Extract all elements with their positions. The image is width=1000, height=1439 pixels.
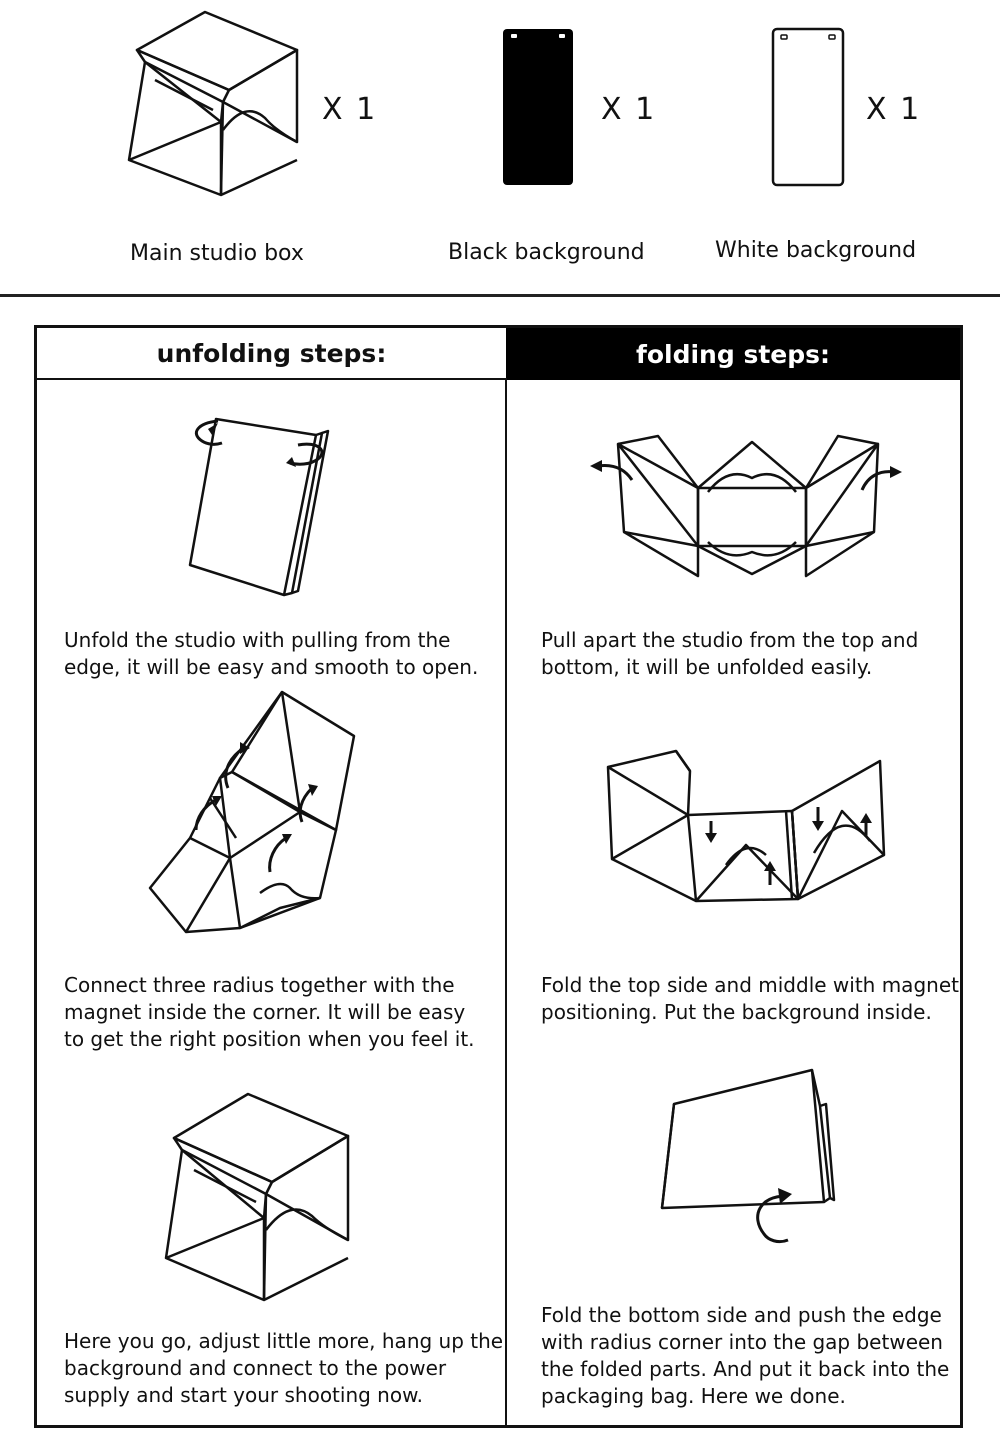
black-background-icon — [503, 29, 573, 185]
instructions-panel — [34, 325, 963, 1428]
unfolding-step-3-text: Here you go, adjust little more, hang up… — [64, 1329, 504, 1407]
main-studio-box-qty: X 1 — [322, 92, 378, 127]
fold-middle-icon — [606, 745, 886, 905]
folding-step-3-text: Fold the bottom side and push the edge w… — [541, 1303, 950, 1408]
folding-steps-heading: folding steps: — [506, 328, 960, 380]
magnet-corner-icon — [150, 688, 360, 938]
folded-back-icon — [660, 1068, 836, 1252]
black-background-label: Black background — [448, 240, 645, 265]
folding-step-1-text: Pull apart the studio from the top and b… — [541, 628, 919, 679]
unfolding-step-2-text: Connect three radius together with the m… — [64, 973, 475, 1051]
folding-step-2-text: Fold the top side and middle with magnet… — [541, 973, 959, 1024]
white-background-qty: X 1 — [866, 92, 922, 127]
unfolding-step-1-text: Unfold the studio with pulling from the … — [64, 628, 479, 679]
main-studio-box-label: Main studio box — [130, 241, 304, 266]
pulled-apart-studio-icon — [590, 432, 902, 578]
section-divider — [0, 294, 1000, 297]
main-studio-box-icon — [125, 10, 305, 200]
white-background-label: White background — [715, 238, 917, 263]
unfolding-steps-heading: unfolding steps: — [37, 328, 506, 380]
black-background-qty: X 1 — [601, 92, 657, 127]
column-divider — [505, 378, 507, 1425]
assembled-studio-box-icon — [160, 1090, 356, 1302]
folded-flat-box-icon — [188, 415, 330, 600]
white-background-icon — [771, 27, 845, 187]
